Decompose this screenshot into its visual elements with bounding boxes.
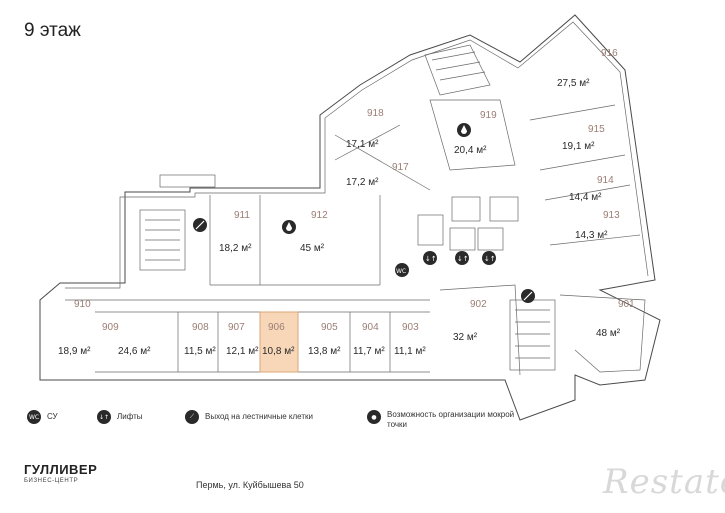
svg-text:11,7 м²: 11,7 м² xyxy=(353,346,385,357)
svg-text:917: 917 xyxy=(392,162,409,173)
room-907[interactable]: 907 12,1 м² xyxy=(226,322,259,357)
legend-wet: ● Возможность организации мокрой точки xyxy=(367,410,517,430)
svg-text:904: 904 xyxy=(362,322,379,333)
legend-wc-label: СУ xyxy=(47,412,58,421)
svg-text:WC: WC xyxy=(396,268,406,275)
svg-text:906: 906 xyxy=(268,322,285,333)
svg-text:903: 903 xyxy=(402,322,419,333)
room-911[interactable]: 911 18,2 м² xyxy=(219,210,252,254)
svg-text:14,3 м²: 14,3 м² xyxy=(575,230,608,241)
brand-subtitle: БИЗНЕС-ЦЕНТР xyxy=(24,478,79,484)
room-919[interactable]: 919 20,4 м² xyxy=(454,110,497,156)
room-912[interactable]: 912 45 м² xyxy=(300,210,328,254)
lift-icon: ↓↑ xyxy=(455,251,469,265)
legend-wet-label: Возможность организации мокрой точки xyxy=(387,410,515,429)
room-908[interactable]: 908 11,5 м² xyxy=(184,322,216,357)
svg-text:912: 912 xyxy=(311,210,328,221)
svg-text:915: 915 xyxy=(588,124,605,135)
svg-text:914: 914 xyxy=(597,175,614,186)
svg-text:↓↑: ↓↑ xyxy=(425,255,437,263)
svg-text:910: 910 xyxy=(74,299,91,310)
room-914[interactable]: 914 14,4 м² xyxy=(569,175,614,203)
svg-text:11,5 м²: 11,5 м² xyxy=(184,346,216,357)
svg-text:17,2 м²: 17,2 м² xyxy=(346,177,379,188)
room-918[interactable]: 918 17,1 м² xyxy=(346,108,384,150)
svg-text:32 м²: 32 м² xyxy=(453,332,478,343)
room-916[interactable]: 916 27,5 м² xyxy=(557,48,618,89)
svg-text:24,6 м²: 24,6 м² xyxy=(118,346,151,357)
svg-text:18,9 м²: 18,9 м² xyxy=(58,346,91,357)
svg-text:↓↑: ↓↑ xyxy=(457,255,469,263)
lift-icon: ↓↑ xyxy=(482,251,496,265)
water-drop-icon: ● xyxy=(367,410,381,424)
room-901[interactable]: 901 48 м² xyxy=(596,299,635,339)
legend-wc: WC СУ xyxy=(27,410,58,424)
svg-text:905: 905 xyxy=(321,322,338,333)
svg-text:20,4 м²: 20,4 м² xyxy=(454,145,487,156)
room-905[interactable]: 905 13,8 м² xyxy=(308,322,341,357)
svg-text:18,2 м²: 18,2 м² xyxy=(219,243,252,254)
svg-text:10,8 м²: 10,8 м² xyxy=(262,346,295,357)
room-917[interactable]: 917 17,2 м² xyxy=(346,162,409,188)
room-915[interactable]: 915 19,1 м² xyxy=(562,124,605,152)
restate-logo: Restate xyxy=(603,462,725,502)
legend-exit-label: Выход на лестничные клетки xyxy=(205,412,313,421)
svg-text:48 м²: 48 м² xyxy=(596,328,621,339)
room-904[interactable]: 904 11,7 м² xyxy=(353,322,385,357)
room-902[interactable]: 902 32 м² xyxy=(453,299,487,343)
svg-text:919: 919 xyxy=(480,110,497,121)
room-913[interactable]: 913 14,3 м² xyxy=(575,210,620,241)
svg-text:↓↑: ↓↑ xyxy=(484,255,496,263)
water-drop-icon xyxy=(457,123,471,137)
room-903[interactable]: 903 11,1 м² xyxy=(394,322,426,357)
stairs-exit-icon: ⟋ xyxy=(185,410,199,424)
svg-text:913: 913 xyxy=(603,210,620,221)
wc-icon: WC xyxy=(27,410,41,424)
svg-text:902: 902 xyxy=(470,299,487,310)
legend-exit: ⟋ Выход на лестничные клетки xyxy=(185,410,313,424)
address: Пермь, ул. Куйбышева 50 xyxy=(196,480,304,490)
floor-title: 9 этаж xyxy=(24,20,81,41)
legend-lifts-label: Лифты xyxy=(117,412,143,421)
room-906-highlight[interactable] xyxy=(259,311,299,373)
svg-text:911: 911 xyxy=(234,210,250,221)
wc-icon: WC xyxy=(395,263,409,277)
svg-text:45 м²: 45 м² xyxy=(300,243,325,254)
lift-icon: ↓↑ xyxy=(97,410,111,424)
svg-text:918: 918 xyxy=(367,108,384,119)
svg-text:14,4 м²: 14,4 м² xyxy=(569,192,602,203)
stairs-exit-icon[interactable] xyxy=(193,218,207,232)
brand: ГУЛЛИВЕР БИЗНЕС-ЦЕНТР xyxy=(24,462,97,484)
svg-text:11,1 м²: 11,1 м² xyxy=(394,346,426,357)
svg-text:909: 909 xyxy=(102,322,119,333)
svg-text:916: 916 xyxy=(601,48,618,59)
legend-lifts: ↓↑ Лифты xyxy=(97,410,143,424)
room-906[interactable]: 906 10,8 м² xyxy=(262,322,295,357)
svg-text:901: 901 xyxy=(618,299,635,310)
room-909[interactable]: 909 24,6 м² xyxy=(102,322,151,357)
svg-text:27,5 м²: 27,5 м² xyxy=(557,78,590,89)
lift-icon: ↓↑ xyxy=(423,251,437,265)
water-drop-icon xyxy=(282,220,296,234)
svg-text:13,8 м²: 13,8 м² xyxy=(308,346,341,357)
brand-name: ГУЛЛИВЕР xyxy=(24,462,98,477)
stairs-exit-icon[interactable] xyxy=(521,289,535,303)
svg-text:908: 908 xyxy=(192,322,209,333)
svg-text:12,1 м²: 12,1 м² xyxy=(226,346,259,357)
building-outline xyxy=(39,14,661,421)
svg-text:19,1 м²: 19,1 м² xyxy=(562,141,595,152)
svg-text:907: 907 xyxy=(228,322,245,333)
room-910[interactable]: 910 18,9 м² xyxy=(58,299,91,357)
svg-text:17,1 м²: 17,1 м² xyxy=(346,139,379,150)
